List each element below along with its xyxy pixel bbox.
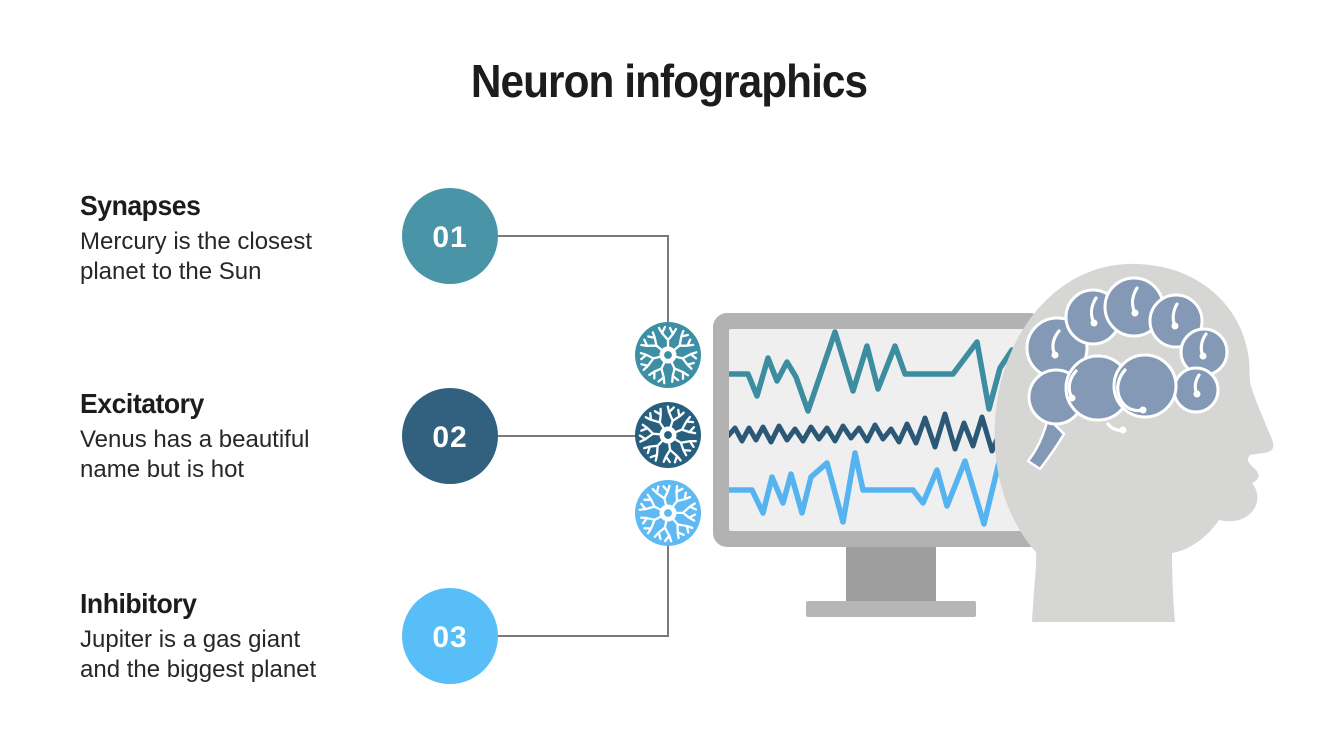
- neuron-icon-excitatory: [626, 393, 709, 476]
- step-circle-03: 03: [402, 588, 498, 684]
- list-item-inhibitory: Inhibitory Jupiter is a gas giant and th…: [80, 588, 380, 685]
- brain-icon: [1025, 276, 1229, 471]
- item-heading: Inhibitory: [80, 588, 197, 619]
- eeg-wave-synapses: [729, 329, 1027, 414]
- brain-fold-dots: [1051, 309, 1207, 434]
- item-heading: Excitatory: [80, 388, 204, 419]
- monitor-base: [806, 601, 976, 617]
- connector-synapses: [498, 235, 669, 323]
- item-description: Jupiter is a gas giant and the biggest p…: [80, 626, 317, 683]
- neuron-icon-synapses: [635, 322, 701, 388]
- neuron-icon-bg: [635, 322, 701, 388]
- step-number: 03: [432, 621, 467, 654]
- monitor-neck: [846, 547, 936, 601]
- step-circle-01: 01: [402, 188, 498, 284]
- step-circle: [402, 588, 498, 684]
- step-circle: [402, 388, 498, 484]
- list-item-excitatory: Excitatory Venus has a beautiful name bu…: [80, 388, 380, 485]
- neuron-icon-bg: [635, 480, 701, 546]
- step-circle-02: 02: [402, 388, 498, 484]
- eeg-wave-excitatory: [729, 411, 1015, 454]
- connector-lines: [498, 235, 669, 637]
- connector-inhibitory: [498, 545, 669, 637]
- item-heading: Synapses: [80, 190, 201, 221]
- step-circle: [402, 188, 498, 284]
- page-title: Neuron infographics: [470, 55, 868, 107]
- item-description: Mercury is the closest planet to the Sun: [80, 228, 313, 285]
- monitor-illustration: [713, 313, 1044, 617]
- item-description: Venus has a beautiful name but is hot: [80, 426, 310, 483]
- eeg-wave-inhibitory: [729, 447, 1019, 527]
- list-item-synapses: Synapses Mercury is the closest planet t…: [80, 190, 380, 287]
- neuron-icon-inhibitory: [628, 473, 708, 553]
- step-number: 02: [432, 421, 467, 454]
- brain-stem: [1026, 416, 1066, 471]
- step-number: 01: [432, 221, 467, 254]
